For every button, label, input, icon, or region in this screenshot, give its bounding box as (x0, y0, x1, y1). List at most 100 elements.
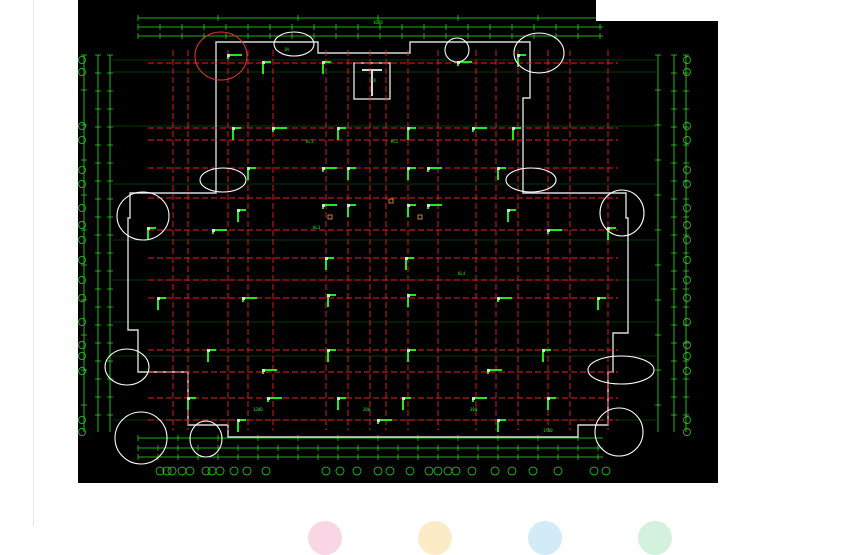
axis-bubble-right (683, 136, 691, 144)
column-mark (242, 297, 257, 302)
column-node (337, 397, 340, 400)
page-divider (33, 0, 34, 526)
axis-bubble-left (78, 416, 86, 424)
column-node (347, 204, 350, 207)
axis-bubble-bottom (490, 466, 500, 476)
axis-bubble-left (78, 428, 86, 436)
page-dot-3[interactable] (528, 521, 562, 555)
callout-circle (189, 420, 223, 458)
label-kl3: KL3 (313, 225, 321, 230)
axis-bubble-bottom (385, 466, 395, 476)
axis-bubble-left (78, 367, 86, 375)
page-dot-1[interactable] (308, 521, 342, 555)
axis-bubble-left (78, 166, 86, 174)
column-mark (322, 167, 337, 172)
axis-bubble-bottom (207, 466, 217, 476)
axis-bubble-right (683, 166, 691, 174)
column-node (407, 294, 410, 297)
axis-bubble-right (683, 56, 691, 64)
axis-bubble-right (683, 416, 691, 424)
column-node (147, 227, 150, 230)
label-200: 200 (363, 407, 371, 412)
column-mark (212, 229, 227, 234)
axis-bubble-left (78, 180, 86, 188)
axis-bubble-left (78, 318, 86, 326)
axis-bubble-right (683, 204, 691, 212)
axis-bubble-bottom (405, 466, 415, 476)
axis-bubble-bottom (335, 466, 345, 476)
axis-bubble-right (683, 68, 691, 76)
axis-bubble-bottom (321, 466, 331, 476)
column-node (507, 209, 510, 212)
axis-bubble-bottom (162, 466, 172, 476)
column-mark (497, 297, 512, 302)
axis-bubble-bottom (177, 466, 187, 476)
beam-lines (148, 50, 618, 430)
column-node (427, 167, 430, 170)
column-node (325, 257, 328, 260)
page-dot-4[interactable] (638, 521, 672, 555)
annotation-labels: 1000 1N TB KL1 KL2 KL3 KL4 1200 200 300 … (253, 20, 553, 433)
column-node (497, 167, 500, 170)
axis-bubble-bottom (229, 466, 239, 476)
axis-bubble-left (78, 236, 86, 244)
axis-bubble-left (78, 68, 86, 76)
axis-bubble-right (683, 341, 691, 349)
column-node (262, 61, 265, 64)
wall-outline (127, 41, 629, 438)
callout-circle (116, 191, 170, 241)
column-node (517, 54, 520, 57)
cad-drawing-canvas[interactable]: 1000 1N TB KL1 KL2 KL3 KL4 1200 200 300 … (78, 0, 718, 483)
axis-bubble-bottom (215, 466, 225, 476)
column-mark (227, 54, 242, 59)
axis-bubble-left (78, 204, 86, 212)
axis-bubble-left (78, 341, 86, 349)
column-node (547, 229, 550, 232)
axis-bubble-bottom (553, 466, 563, 476)
stair-symbol (362, 69, 382, 96)
column-node (407, 204, 410, 207)
column-node (262, 369, 265, 372)
column-node (597, 297, 600, 300)
axis-bubble-right (683, 221, 691, 229)
axis-bubble-right (683, 294, 691, 302)
page-dot-2[interactable] (418, 521, 452, 555)
callout-circle (587, 355, 655, 385)
column-node (512, 127, 515, 130)
column-node (237, 209, 240, 212)
page-indicator (0, 515, 845, 555)
axis-bubble-bottom (507, 466, 517, 476)
column-node (347, 167, 350, 170)
axis-bubble-bottom (352, 466, 362, 476)
axis-bubble-left (78, 221, 86, 229)
label-1500: 1500 (543, 428, 553, 433)
column-node (272, 127, 275, 130)
axis-bubble-left (78, 136, 86, 144)
column-node (497, 297, 500, 300)
axis-bubble-bottom (201, 466, 211, 476)
axis-bubble-right (683, 180, 691, 188)
column-mark (427, 204, 442, 209)
callout-circle (114, 411, 168, 465)
column-node (472, 127, 475, 130)
column-node (407, 349, 410, 352)
exterior-wall-outline (127, 41, 629, 438)
column-node (607, 227, 610, 230)
column-mark (322, 204, 337, 209)
label-tb: TB (371, 78, 376, 83)
opening-marker (388, 198, 394, 204)
callout-circle (599, 189, 645, 237)
column-node (322, 167, 325, 170)
callout-circle (273, 31, 315, 57)
column-node (542, 349, 545, 352)
column-node (227, 54, 230, 57)
axis-bubble-right (683, 122, 691, 130)
column-mark (472, 127, 487, 132)
column-node (242, 297, 245, 300)
axis-bubble-right (683, 256, 691, 264)
axis-bubble-bottom (373, 466, 383, 476)
column-node (237, 419, 240, 422)
axis-bubble-bottom (155, 466, 165, 476)
axis-bubble-bottom (261, 466, 271, 476)
axis-bubble-right (683, 318, 691, 326)
